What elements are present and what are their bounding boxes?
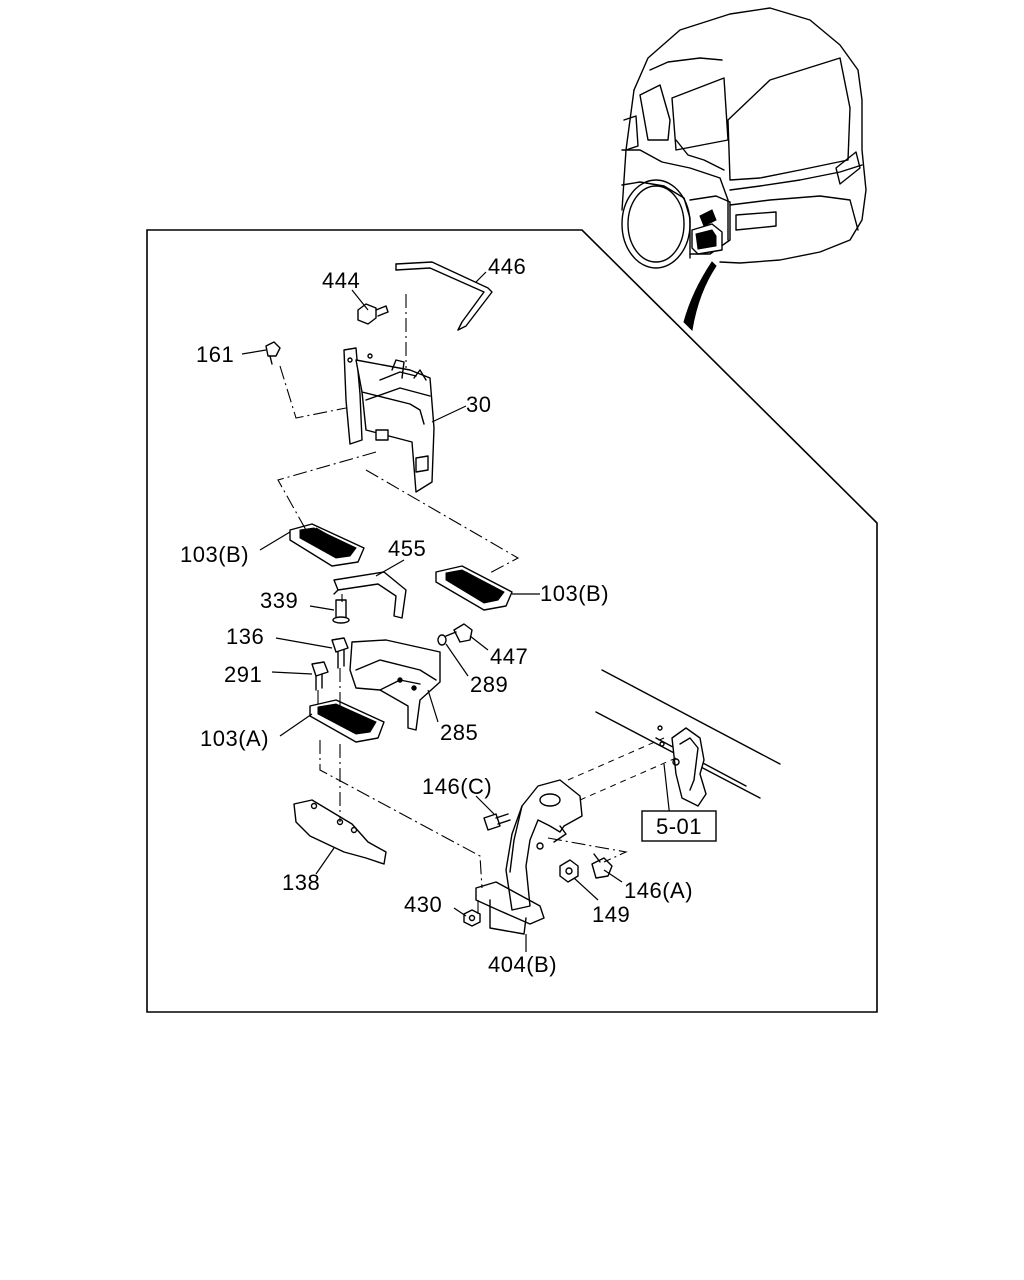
part-146a-bolt	[591, 853, 613, 879]
reference-box	[641, 810, 717, 842]
label-103a: 103(A)	[200, 726, 269, 751]
label-430: 430	[404, 892, 442, 917]
part-136-bolt	[331, 637, 349, 669]
label-103b-right: 103(B)	[540, 581, 609, 606]
part-146c-bolt	[483, 813, 511, 831]
part-285-bracket	[349, 639, 441, 731]
part-447-bolt	[445, 623, 473, 643]
part-291-bolt	[311, 661, 329, 691]
part-455-bracket	[333, 571, 407, 619]
label-446: 446	[488, 254, 526, 279]
leader-lines	[241, 271, 671, 952]
label-447: 447	[490, 644, 528, 669]
label-146c: 146(C)	[422, 774, 492, 799]
label-149: 149	[592, 902, 630, 927]
label-291: 291	[224, 662, 262, 687]
assembly-lines	[277, 294, 677, 914]
part-446-rod	[395, 261, 493, 331]
label-339: 339	[260, 588, 298, 613]
part-444-bolt	[357, 303, 389, 325]
part-103b-right-step	[435, 565, 513, 611]
part-30-bracket	[343, 347, 435, 493]
part-161-clip	[265, 341, 281, 365]
label-289: 289	[470, 672, 508, 697]
detail-frame	[146, 229, 878, 1013]
part-430-nut	[463, 909, 481, 927]
label-404b: 404(B)	[488, 952, 557, 977]
label-444: 444	[322, 268, 360, 293]
label-136: 136	[226, 624, 264, 649]
label-161: 161	[196, 342, 234, 367]
part-339-pin	[332, 599, 350, 624]
part-103b-left-step	[289, 523, 365, 567]
part-103a-step	[309, 699, 385, 743]
part-138-cover	[293, 799, 387, 865]
reference-label: 5-01	[656, 814, 702, 839]
label-455: 455	[388, 536, 426, 561]
part-289-washer	[437, 634, 447, 646]
label-138: 138	[282, 870, 320, 895]
part-5-01-bracket	[671, 727, 707, 807]
label-30: 30	[466, 392, 491, 417]
label-146a: 146(A)	[624, 878, 693, 903]
part-149-nut	[559, 859, 579, 883]
label-103b-left: 103(B)	[180, 542, 249, 567]
label-285: 285	[440, 720, 478, 745]
part-404b-hanger	[475, 779, 583, 935]
truck-cab-overview	[621, 7, 867, 332]
